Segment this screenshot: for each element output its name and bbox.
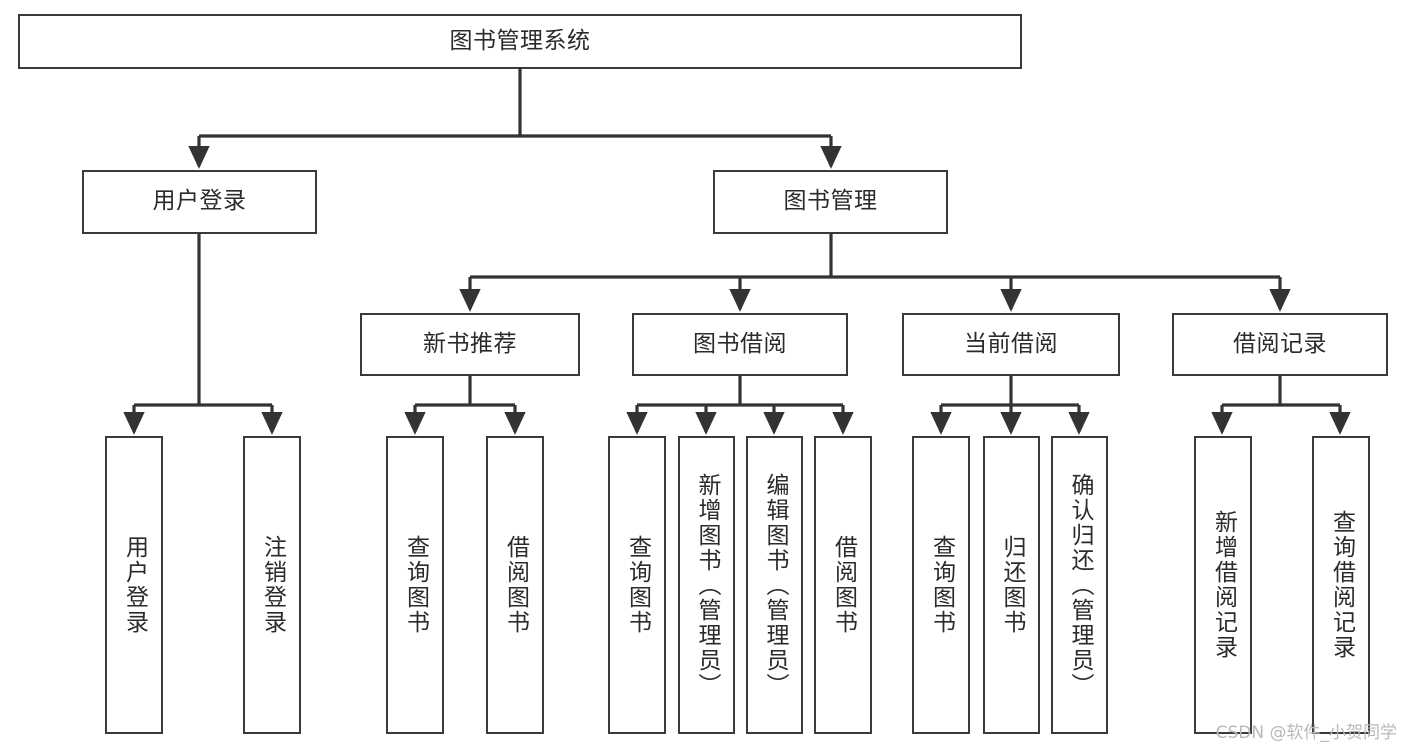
leaf-borrow-book-label: 借阅图书 [830, 535, 857, 635]
node-book-borrow[interactable]: 图书借阅 [632, 313, 848, 376]
node-new-book-recommend[interactable]: 新书推荐 [360, 313, 580, 376]
node-current-borrow-label: 当前借阅 [964, 330, 1058, 357]
node-book-management-label: 图书管理 [783, 188, 878, 215]
leaf-query-book-borrow[interactable]: 查询图书 [608, 436, 666, 734]
leaf-user-login-label: 用户登录 [121, 535, 148, 635]
leaf-edit-book-admin[interactable]: 编辑图书（管理员） [746, 436, 803, 734]
leaf-logout[interactable]: 注销登录 [243, 436, 301, 734]
leaf-add-borrow-record-label: 新增借阅记录 [1210, 510, 1237, 660]
node-root[interactable]: 图书管理系统 [18, 14, 1022, 69]
leaf-add-borrow-record[interactable]: 新增借阅记录 [1194, 436, 1252, 734]
node-book-management[interactable]: 图书管理 [713, 170, 948, 234]
leaf-query-book-current[interactable]: 查询图书 [912, 436, 970, 734]
leaf-logout-label: 注销登录 [259, 535, 286, 635]
node-book-borrow-label: 图书借阅 [693, 330, 787, 357]
node-new-book-recommend-label: 新书推荐 [423, 330, 517, 357]
leaf-return-book[interactable]: 归还图书 [983, 436, 1040, 734]
leaf-edit-book-admin-label: 编辑图书（管理员） [762, 472, 788, 698]
leaf-borrow-book[interactable]: 借阅图书 [814, 436, 872, 734]
leaf-query-book-current-label: 查询图书 [928, 535, 955, 635]
leaf-confirm-return-admin-label: 确认归还（管理员） [1067, 472, 1093, 698]
leaf-add-book-admin[interactable]: 新增图书（管理员） [678, 436, 735, 734]
leaf-query-book-recommend-label: 查询图书 [402, 535, 429, 635]
leaf-confirm-return-admin[interactable]: 确认归还（管理员） [1051, 436, 1108, 734]
leaf-query-borrow-record[interactable]: 查询借阅记录 [1312, 436, 1370, 734]
leaf-query-book-recommend[interactable]: 查询图书 [386, 436, 444, 734]
leaf-add-book-admin-label: 新增图书（管理员） [694, 472, 720, 698]
node-root-label: 图书管理系统 [449, 27, 591, 54]
node-current-borrow[interactable]: 当前借阅 [902, 313, 1120, 376]
leaf-user-login[interactable]: 用户登录 [105, 436, 163, 734]
node-user-login-label: 用户登录 [152, 188, 247, 215]
leaf-query-book-borrow-label: 查询图书 [624, 535, 651, 635]
leaf-borrow-book-recommend-label: 借阅图书 [502, 535, 529, 635]
node-borrow-record[interactable]: 借阅记录 [1172, 313, 1388, 376]
leaf-borrow-book-recommend[interactable]: 借阅图书 [486, 436, 544, 734]
watermark: CSDN @软件_小贺同学 [1215, 723, 1397, 743]
leaf-return-book-label: 归还图书 [999, 535, 1025, 635]
leaf-query-borrow-record-label: 查询借阅记录 [1328, 510, 1355, 660]
node-borrow-record-label: 借阅记录 [1233, 330, 1327, 357]
node-user-login[interactable]: 用户登录 [82, 170, 317, 234]
